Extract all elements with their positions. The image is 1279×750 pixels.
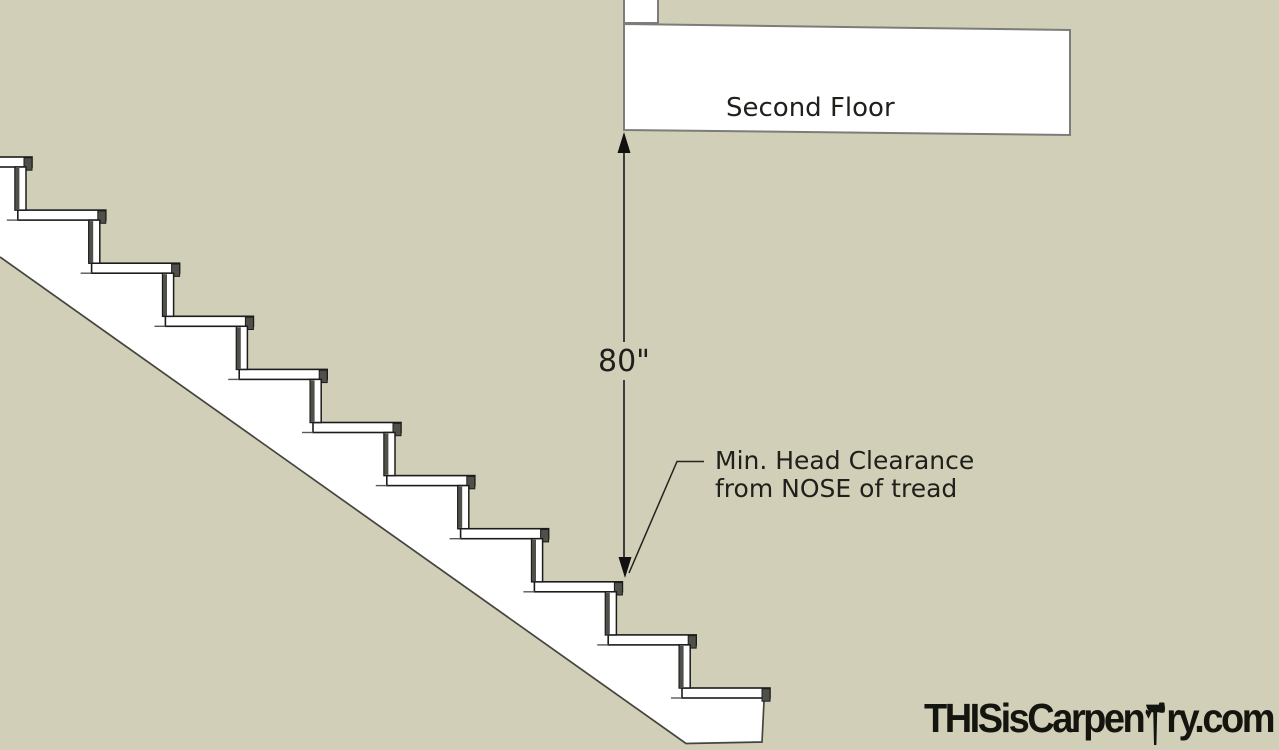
riser-shade xyxy=(532,539,536,581)
tread xyxy=(16,209,107,221)
tread-nose-shade xyxy=(466,475,476,490)
riser-shade xyxy=(89,221,94,263)
wall-above-floor xyxy=(623,0,659,24)
tread-nose-shade xyxy=(23,157,33,171)
tread xyxy=(312,421,402,434)
watermark-suffix: ry.com xyxy=(1166,696,1275,742)
annotation-line-1: Min. Head Clearance xyxy=(715,446,975,475)
riser xyxy=(678,644,691,689)
tread-nose-shade xyxy=(613,582,623,596)
stringer-edge-line xyxy=(0,256,765,745)
tread-nose-shade xyxy=(687,635,697,649)
tread xyxy=(607,634,698,646)
tread-nose-shade xyxy=(97,210,107,224)
riser-shade xyxy=(310,380,315,422)
riser-shade xyxy=(679,645,684,688)
second-floor-slab xyxy=(623,22,1071,137)
watermark-prefix: THISisCarpen xyxy=(924,696,1146,742)
riser-shade xyxy=(384,433,389,475)
dimension-label: 80" xyxy=(598,344,650,379)
riser-shade xyxy=(163,274,167,316)
riser xyxy=(235,325,249,371)
tread-nose-shade xyxy=(171,263,181,277)
tread-nose-shade xyxy=(392,422,402,437)
staircase xyxy=(0,156,771,745)
tread xyxy=(164,315,255,328)
riser xyxy=(604,591,618,636)
riser xyxy=(530,537,544,583)
riser-shade xyxy=(236,327,241,369)
head-clearance-annotation: Min. Head Clearance from NOSE of tread xyxy=(715,447,974,503)
dimension-80in xyxy=(617,132,632,578)
tread xyxy=(90,262,181,275)
second-floor-box xyxy=(623,0,1071,137)
riser xyxy=(457,484,470,530)
tread-nose-shade xyxy=(318,369,328,384)
tread xyxy=(459,527,550,540)
riser-shade xyxy=(15,168,20,210)
tread xyxy=(533,580,624,593)
riser xyxy=(383,431,396,477)
tread-nose-shade xyxy=(761,688,771,702)
riser xyxy=(88,219,101,264)
tread-nose-shade xyxy=(244,316,254,331)
riser xyxy=(14,166,27,211)
riser-shade xyxy=(605,592,610,635)
annotation-line-2: from NOSE of tread xyxy=(715,474,958,503)
tread-nose-shade xyxy=(540,529,550,543)
tread xyxy=(385,474,476,487)
second-floor-label: Second Floor xyxy=(726,93,895,123)
arrow-down-icon xyxy=(618,557,632,578)
annotation-leader-line xyxy=(628,460,704,574)
arrow-up-icon xyxy=(617,132,631,153)
hammer-icon xyxy=(1145,702,1166,746)
tread xyxy=(238,368,328,381)
riser-shade xyxy=(458,486,463,528)
tread xyxy=(681,687,771,699)
riser xyxy=(309,378,322,424)
site-watermark: THISisCarpen ry.com xyxy=(924,696,1275,746)
riser xyxy=(161,272,175,318)
